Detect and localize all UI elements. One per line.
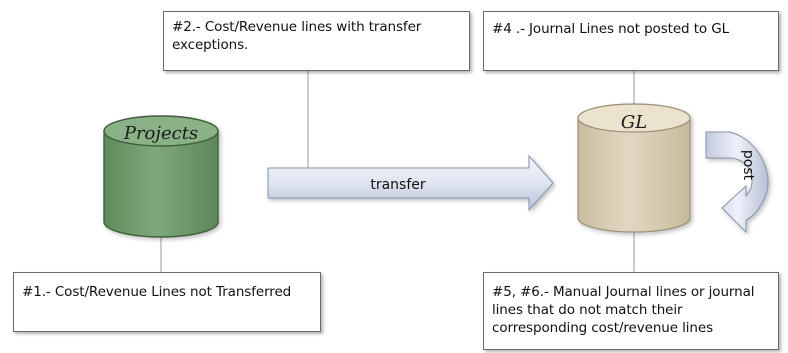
post-arrow — [705, 131, 769, 234]
gl-label: GL — [621, 112, 647, 133]
gl-cylinder — [577, 103, 691, 233]
callout-not-posted: #4 .- Journal Lines not posted to GL — [483, 11, 779, 71]
callout-transfer-exceptions: #2.- Cost/Revenue lines with transfer ex… — [163, 11, 470, 71]
projects-label: Projects — [123, 123, 198, 144]
post-label: post — [740, 150, 756, 181]
transfer-label: transfer — [370, 177, 426, 193]
callout-not-transferred: #1.- Cost/Revenue Lines not Transferred — [13, 272, 321, 332]
projects-cylinder — [103, 115, 219, 238]
callout-text: #2.- Cost/Revenue lines with transfer ex… — [172, 19, 422, 53]
callout-text: #4 .- Journal Lines not posted to GL — [492, 21, 730, 37]
callout-manual-journal-lines: #5, #6.- Manual Journal lines or journal… — [483, 272, 779, 350]
transfer-arrow — [267, 154, 554, 212]
callout-text: #1.- Cost/Revenue Lines not Transferred — [22, 284, 292, 300]
callout-text: #5, #6.- Manual Journal lines or journal… — [492, 284, 755, 336]
